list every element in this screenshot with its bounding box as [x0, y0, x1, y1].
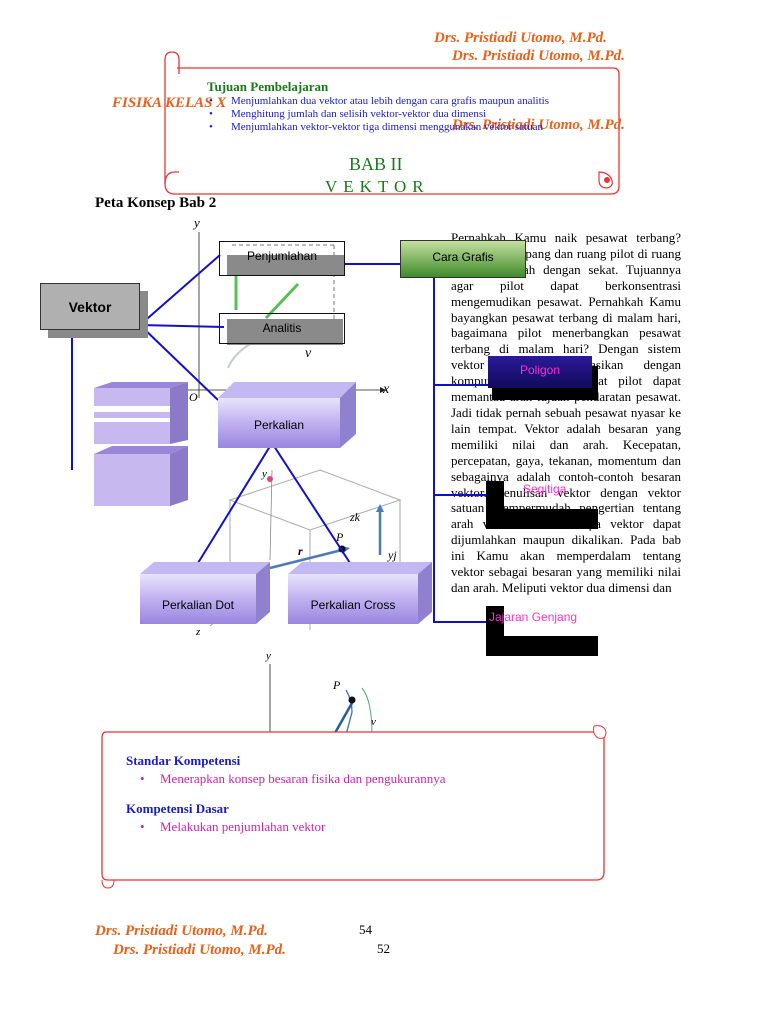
- header-author: Drs. Pristiadi Utomo, M.Pd.: [434, 30, 607, 46]
- node-perkalian-cross-label: Perkalian Cross: [310, 598, 396, 612]
- decor-boxes: [94, 382, 188, 506]
- node-jajaran-genjang-label: Jajaran Genjang: [489, 610, 578, 624]
- vector-v-label: v: [371, 716, 376, 728]
- node-perkalian-dot-shape: [140, 562, 270, 624]
- node-cara-grafis: Cara Grafis: [400, 240, 526, 278]
- node-perkalian-label: Perkalian: [253, 418, 305, 432]
- node-analitis: Analitis: [219, 313, 345, 345]
- node-perkalian-dot-label: Perkalian Dot: [161, 598, 235, 612]
- axis-label-y: y: [194, 215, 200, 230]
- node-perkalian-cross-shape: [288, 562, 432, 624]
- node-vektor: Vektor: [40, 283, 148, 338]
- goals-list: Menjumlahkan dua vektor atau lebih denga…: [207, 95, 602, 134]
- goal-item: Menjumlahkan dua vektor atau lebih denga…: [207, 95, 602, 108]
- point-p-label: P: [336, 530, 344, 544]
- node-vektor-label: Vektor: [40, 283, 140, 330]
- footer-author: Drs. Pristiadi Utomo, M.Pd.: [113, 942, 286, 958]
- goal-item: Menghitung jumlah dan selisih vektor-vek…: [207, 108, 602, 121]
- footer-author: Drs. Pristiadi Utomo, M.Pd.: [95, 923, 268, 939]
- node-poligon: Poligon: [488, 356, 598, 400]
- node-segitiga-shape: [486, 481, 598, 529]
- chapter-title: VEKTOR: [325, 177, 430, 196]
- axis-label-z: z: [196, 626, 201, 638]
- node-jajaran-genjang-shape: [486, 606, 598, 656]
- competence-scroll: [101, 725, 607, 889]
- page-number: 52: [377, 941, 390, 956]
- fisika-label: FISIKA KELAS X: [112, 95, 227, 111]
- page-number: 54: [359, 922, 372, 937]
- basic-competence-list: Melakukan penjumlahan vektor: [126, 819, 596, 835]
- basic-competence-title: Kompetensi Dasar: [126, 801, 229, 816]
- header-author: Drs. Pristiadi Utomo, M.Pd.: [452, 48, 625, 64]
- node-analitis-label: Analitis: [219, 313, 345, 344]
- goals-title: Tujuan Pembelajaran: [207, 79, 329, 94]
- node-penjumlahan: Penjumlahan: [219, 241, 345, 276]
- point-p2-label: P: [333, 678, 341, 692]
- vector-vx-label: v: [305, 346, 312, 361]
- goal-item: Menjumlahkan vektor-vektor tiga dimensi …: [207, 121, 602, 134]
- node-perkalian-shape: [218, 382, 356, 448]
- vector-yj-label: yj: [388, 548, 397, 562]
- standard-competence-title: Standar Kompetensi: [126, 753, 241, 768]
- vector-r-label: r: [298, 544, 303, 558]
- axis-label-y: y: [266, 650, 271, 662]
- axis-label-x: x: [383, 382, 390, 397]
- vector-zk-label: zk: [350, 510, 360, 524]
- chapter-number: BAB II: [349, 154, 403, 174]
- competence-box: Standar Kompetensi Menerapkan konsep bes…: [126, 753, 596, 835]
- node-cara-grafis-label: Cara Grafis: [400, 240, 526, 278]
- basic-competence-item: Melakukan penjumlahan vektor: [126, 819, 596, 835]
- node-poligon-label: Poligon: [488, 356, 592, 388]
- standard-competence-list: Menerapkan konsep besaran fisika dan pen…: [126, 771, 596, 787]
- goals-box: Tujuan Pembelajaran Menjumlahkan dua vek…: [207, 79, 602, 134]
- node-penjumlahan-label: Penjumlahan: [219, 241, 345, 276]
- node-segitiga-label: Segitiga: [523, 482, 567, 496]
- standard-competence-item: Menerapkan konsep besaran fisika dan pen…: [126, 771, 596, 787]
- origin-label: O: [189, 390, 198, 404]
- concept-map-heading: Peta Konsep Bab 2: [95, 195, 217, 211]
- axis-label-y: y: [262, 468, 267, 480]
